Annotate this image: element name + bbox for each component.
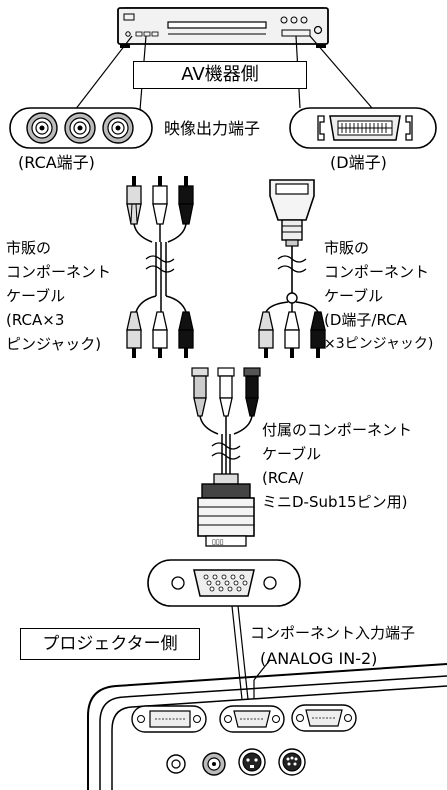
projector-body-icon	[87, 663, 447, 790]
right-cable-line-4: (D端子/RCA	[324, 311, 407, 329]
supplied-cable-line-4: ミニD-Sub15ピン用)	[262, 493, 408, 511]
left-cable-line-4: (RCA×3	[6, 311, 65, 329]
supplied-cable-line-2: ケーブル	[262, 445, 322, 463]
rca-jack-panel-icon	[9, 107, 153, 149]
vga-port-callout-icon	[147, 559, 301, 607]
left-cable-line-5: ピンジャック)	[6, 335, 102, 353]
supplied-cable-icon: ▯▯▯	[191, 367, 261, 547]
av-side-label: AV機器側	[133, 61, 307, 89]
right-cable-line-5: ×3ピンジャック)	[324, 336, 434, 352]
supplied-cable-label: 付属のコンポーネント ケーブル (RCA/ ミニD-Sub15ピン用)	[262, 418, 412, 514]
left-cable-line-3: ケーブル	[6, 287, 66, 305]
d-jack-panel-icon	[289, 107, 437, 149]
supplied-cable-line-1: 付属のコンポーネント	[262, 421, 413, 439]
projector-side-label: プロジェクター側	[20, 628, 200, 660]
rca-cable-icon	[126, 176, 194, 358]
d-rca-cable-icon	[258, 179, 326, 358]
left-cable-line-2: コンポーネント	[6, 263, 112, 281]
rca-jack-label: (RCA端子)	[18, 153, 95, 172]
left-cable-line-1: 市販の	[6, 239, 52, 257]
component-in-label: コンポーネント入力端子	[250, 624, 416, 642]
video-out-label: 映像出力端子	[164, 119, 261, 138]
supplied-cable-line-3: (RCA/	[262, 469, 304, 487]
right-cable-line-1: 市販の	[324, 239, 370, 257]
right-cable-line-2: コンポーネント	[324, 263, 430, 281]
d-jack-label: (D端子)	[330, 153, 387, 172]
svg-text:▯▯▯: ▯▯▯	[212, 538, 224, 546]
analog-in-label: (ANALOG IN-2)	[260, 649, 378, 668]
right-cable-label: 市販の コンポーネント ケーブル (D端子/RCA ×3ピンジャック)	[324, 236, 433, 356]
left-cable-label: 市販の コンポーネント ケーブル (RCA×3 ピンジャック)	[6, 236, 111, 356]
right-cable-line-3: ケーブル	[324, 287, 384, 305]
